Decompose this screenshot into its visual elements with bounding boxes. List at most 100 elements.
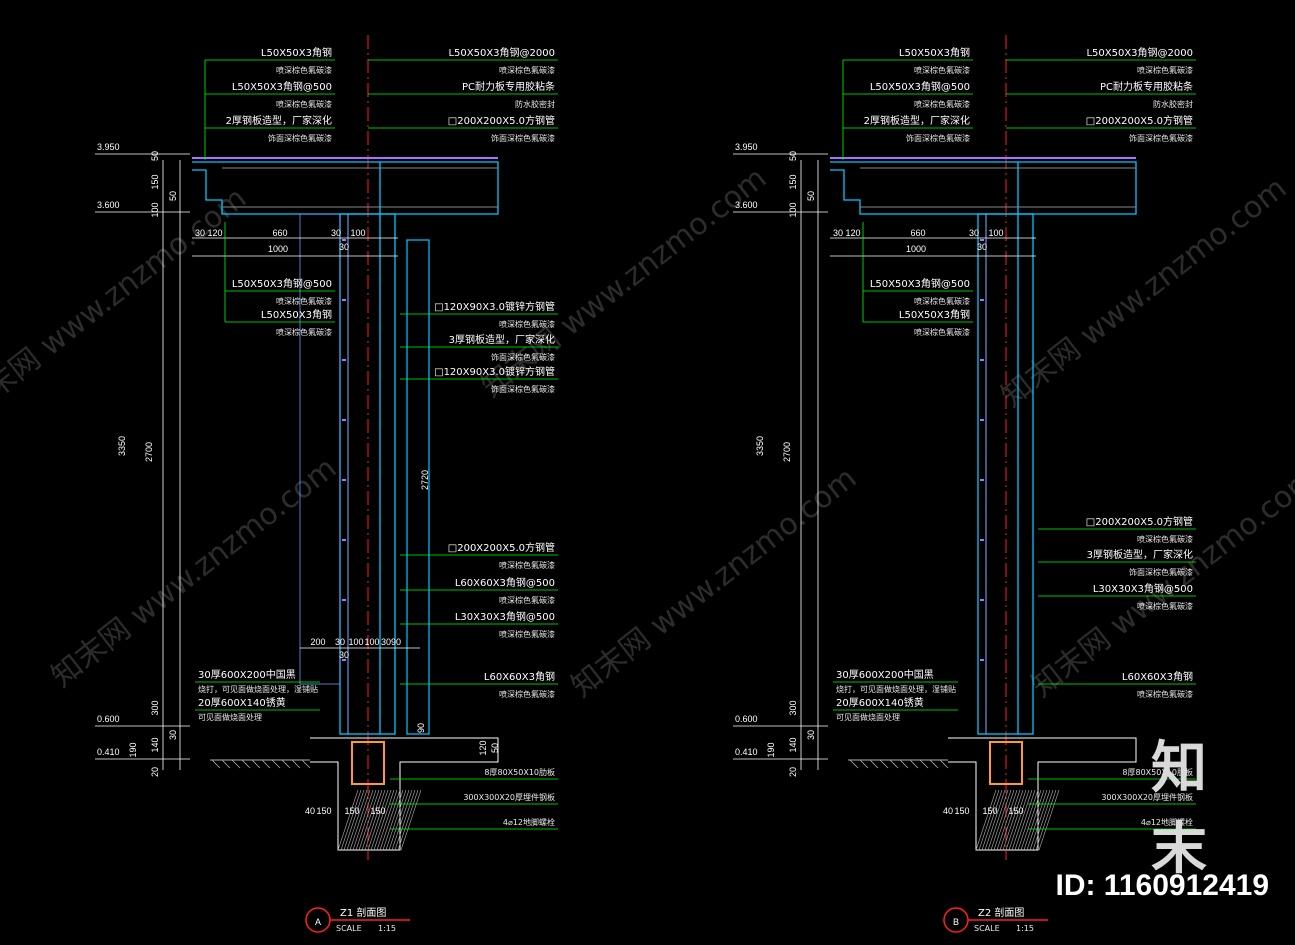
callout-sublabel: 喷深棕色氟碳漆	[276, 296, 332, 306]
hatch-line	[397, 789, 419, 851]
callout-sublabel: 喷深棕色氟碳漆	[1137, 534, 1193, 544]
hatch-line	[1005, 789, 1027, 851]
ground-hatch	[221, 759, 231, 769]
watermark-text: 知末网 www.znzmo.com	[565, 461, 863, 705]
hatch-line	[987, 789, 1009, 851]
vertical-dimension: 30	[806, 730, 816, 740]
base-dimension: 150	[982, 806, 997, 816]
vertical-dimension: 190	[766, 742, 776, 757]
callout-sublabel: 喷深棕色氟碳漆	[499, 65, 555, 75]
vertical-dimension: 3350	[117, 436, 127, 456]
elevation-label: 3.950	[97, 142, 120, 152]
hatch-line	[391, 789, 413, 851]
horizontal-dimension: 660	[272, 228, 287, 238]
hatch-line	[355, 789, 377, 851]
callout-label: 2厚钢板造型，厂家深化	[864, 114, 970, 127]
ground-hatch	[939, 759, 949, 769]
hatch-line	[978, 789, 1000, 851]
vertical-dimension: 50	[168, 191, 178, 201]
ground-hatch	[859, 759, 869, 769]
hatch-line	[1026, 789, 1048, 851]
ground-hatch	[241, 759, 251, 769]
elevation-label: 0.410	[735, 747, 758, 757]
callout-sublabel: 饰面深棕色氟碳漆	[491, 133, 555, 143]
ground-hatch	[879, 759, 889, 769]
ground-hatch	[909, 759, 919, 769]
callout-label: L50X50X3角钢@2000	[1086, 46, 1193, 59]
vertical-dimension: 30	[168, 730, 178, 740]
callout-label: PC耐力板专用胶粘条	[462, 80, 555, 93]
callout-label: 8厚80X50X10肋板	[484, 767, 555, 777]
hatch-line	[388, 789, 410, 851]
hatch-line	[370, 789, 392, 851]
vertical-dimension: 50	[788, 151, 798, 161]
ground-hatch	[231, 759, 241, 769]
callout-label: □120X90X3.0镀锌方钢管	[434, 365, 555, 378]
callout-label: L60X60X3角钢	[484, 670, 555, 683]
callout-sublabel: 饰面深棕色氟碳漆	[1129, 567, 1193, 577]
vertical-dimension: 2700	[782, 442, 792, 462]
base-dimension: 150	[316, 806, 331, 816]
hatch-line	[1011, 789, 1033, 851]
vertical-dimension: 20	[150, 767, 160, 777]
horizontal-dimension: 30	[195, 228, 205, 238]
callout-label: 30厚600X200中国黑	[836, 668, 934, 681]
hatch-line	[346, 789, 368, 851]
callout-label: L50X50X3角钢	[899, 46, 970, 59]
callout-sublabel: 饰面深棕色氟碳漆	[906, 133, 970, 143]
callout-label: 20厚600X140锈黄	[198, 696, 286, 709]
roof-slab	[830, 161, 1137, 215]
callout-label: 8厚80X50X10肋板	[1122, 767, 1193, 777]
callout-label: L50X50X3角钢@500	[870, 80, 970, 93]
hatch-line	[984, 789, 1006, 851]
section-marker-label: A	[315, 917, 321, 927]
callout-label: L60X60X3角钢	[1122, 670, 1193, 683]
horizontal-dimension: 30	[969, 228, 979, 238]
hatch-line	[981, 789, 1003, 851]
elevation-label: 3.950	[735, 142, 758, 152]
callout-label: 3厚钢板造型，厂家深化	[1087, 548, 1193, 561]
horizontal-dimension: 120	[845, 228, 860, 238]
base-dimension: 40	[943, 806, 953, 816]
callout-sublabel: 喷深棕色氟碳漆	[499, 629, 555, 639]
elevation-label: 0.600	[97, 714, 120, 724]
vertical-dimension: 50	[150, 151, 160, 161]
vertical-dimension: 120	[478, 740, 488, 755]
callout-sublabel: 喷深棕色氟碳漆	[914, 296, 970, 306]
scale-label: SCALE	[336, 924, 362, 933]
vertical-dimension: 50	[490, 743, 500, 753]
hatch-line	[1032, 789, 1054, 851]
horizontal-dimension: 30	[331, 228, 341, 238]
horizontal-dimension: 30	[381, 637, 391, 647]
vertical-dimension: 90	[416, 723, 426, 733]
scale-label: SCALE	[974, 924, 1000, 933]
hatch-line	[343, 789, 365, 851]
base-dimension: 150	[954, 806, 969, 816]
callout-sublabel: 防水胶密封	[1153, 99, 1193, 109]
callout-sublabel: 可见面做烧面处理	[198, 712, 262, 722]
hatch-line	[379, 789, 401, 851]
hatch-line	[1002, 789, 1024, 851]
callout-label: □200X200X5.0方钢管	[1086, 515, 1193, 528]
callout-sublabel: 烧打，可见面做烧面处理，湿铺贴	[198, 684, 318, 694]
callout-sublabel: 喷深棕色氟碳漆	[499, 319, 555, 329]
callout-label: L50X50X3角钢@2000	[448, 46, 555, 59]
callout-label: 2厚钢板造型，厂家深化	[226, 114, 332, 127]
callout-sublabel: 喷深棕色氟碳漆	[276, 327, 332, 337]
vertical-dimension: 50	[806, 191, 816, 201]
drawing-title: Z2 剖面图	[978, 906, 1024, 919]
callout-label: □200X200X5.0方钢管	[448, 114, 555, 127]
brand-logo: 知末	[1151, 736, 1213, 882]
callout-sublabel: 喷深棕色氟碳漆	[1137, 689, 1193, 699]
hatch-line	[349, 789, 371, 851]
hatch-line	[996, 789, 1018, 851]
section-marker-label: B	[953, 917, 959, 927]
callout-label: L50X50X3角钢	[261, 308, 332, 321]
horizontal-dimension: 100	[364, 637, 379, 647]
callout-label: PC耐力板专用胶粘条	[1100, 80, 1193, 93]
ground-hatch	[261, 759, 271, 769]
hatch-line	[1035, 789, 1057, 851]
